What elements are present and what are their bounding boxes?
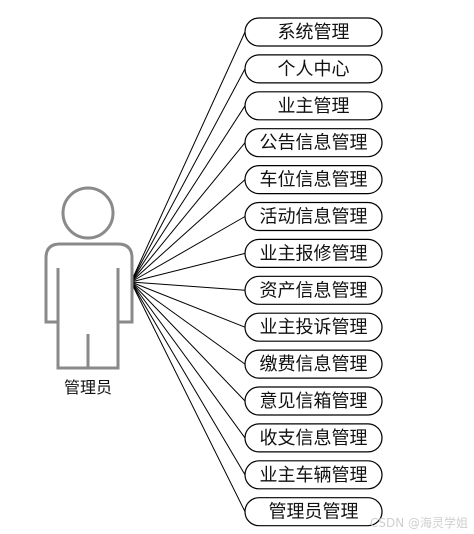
association-line: [130, 281, 246, 402]
actor-label: 管理员: [64, 378, 112, 397]
association-line: [130, 281, 246, 512]
association-line: [130, 252, 246, 283]
use-case-box: [244, 349, 383, 379]
association-line: [130, 216, 246, 283]
association-line: [130, 281, 246, 365]
use-case: 意见信箱管理: [244, 386, 383, 416]
watermark: CSDN @海灵学姐: [370, 515, 468, 530]
use-case-box: [244, 54, 383, 84]
use-case-label: 缴费信息管理: [260, 354, 368, 375]
use-case: 系统管理: [244, 17, 383, 47]
use-case-label: 系统管理: [278, 22, 350, 43]
use-case-label: 业主车辆管理: [260, 465, 368, 486]
association-line: [130, 281, 246, 476]
use-case-label: 收支信息管理: [260, 428, 368, 449]
actor-figure: 管理员: [44, 186, 134, 397]
association-line: [130, 281, 246, 291]
use-case: 活动信息管理: [244, 201, 383, 232]
use-case: 业主管理: [244, 91, 383, 121]
use-case-label: 意见信箱管理: [260, 391, 368, 412]
use-case-box: [244, 128, 383, 158]
use-case-label: 管理员管理: [269, 502, 359, 523]
use-case: 业主投诉管理: [244, 312, 383, 342]
association-line: [130, 31, 246, 283]
association-line: [130, 68, 246, 283]
use-case: 公告信息管理: [244, 128, 383, 158]
association-line: [130, 142, 246, 283]
use-case-label: 业主报修管理: [260, 243, 368, 264]
association-line: [130, 105, 246, 283]
use-case-box: [244, 238, 383, 268]
use-case-box: [244, 423, 383, 453]
use-case-box: [244, 460, 383, 490]
use-case-list: 系统管理个人中心业主管理公告信息管理车位信息管理活动信息管理业主报修管理资产信息…: [244, 17, 383, 527]
actor-body: [44, 242, 134, 370]
association-line: [130, 281, 246, 328]
use-case-label: 业主管理: [278, 96, 350, 117]
use-case-box: [244, 17, 383, 47]
use-case: 管理员管理: [244, 497, 383, 527]
association-line: [130, 179, 246, 283]
use-case-box: [244, 497, 383, 527]
use-case: 收支信息管理: [244, 423, 383, 453]
use-case-label: 资产信息管理: [260, 280, 368, 301]
use-case: 车位信息管理: [244, 165, 383, 195]
use-case-label: 业主投诉管理: [260, 317, 368, 338]
use-case-box: [244, 201, 383, 232]
use-case-label: 活动信息管理: [260, 207, 368, 228]
use-case-box: [244, 275, 383, 305]
association-line: [130, 281, 246, 439]
use-case: 业主报修管理: [244, 238, 383, 268]
use-case-box: [244, 91, 383, 121]
use-case: 资产信息管理: [244, 275, 383, 305]
use-case: 缴费信息管理: [244, 349, 383, 379]
use-case-label: 个人中心: [278, 59, 350, 80]
use-case: 业主车辆管理: [244, 460, 383, 490]
use-case-label: 公告信息管理: [260, 133, 368, 154]
association-lines: [130, 31, 246, 512]
use-case-box: [244, 312, 383, 342]
use-case: 个人中心: [244, 54, 383, 84]
actor-head: [61, 186, 115, 240]
use-case-box: [244, 165, 383, 195]
use-case-box: [244, 386, 383, 416]
use-case-label: 车位信息管理: [260, 170, 368, 191]
